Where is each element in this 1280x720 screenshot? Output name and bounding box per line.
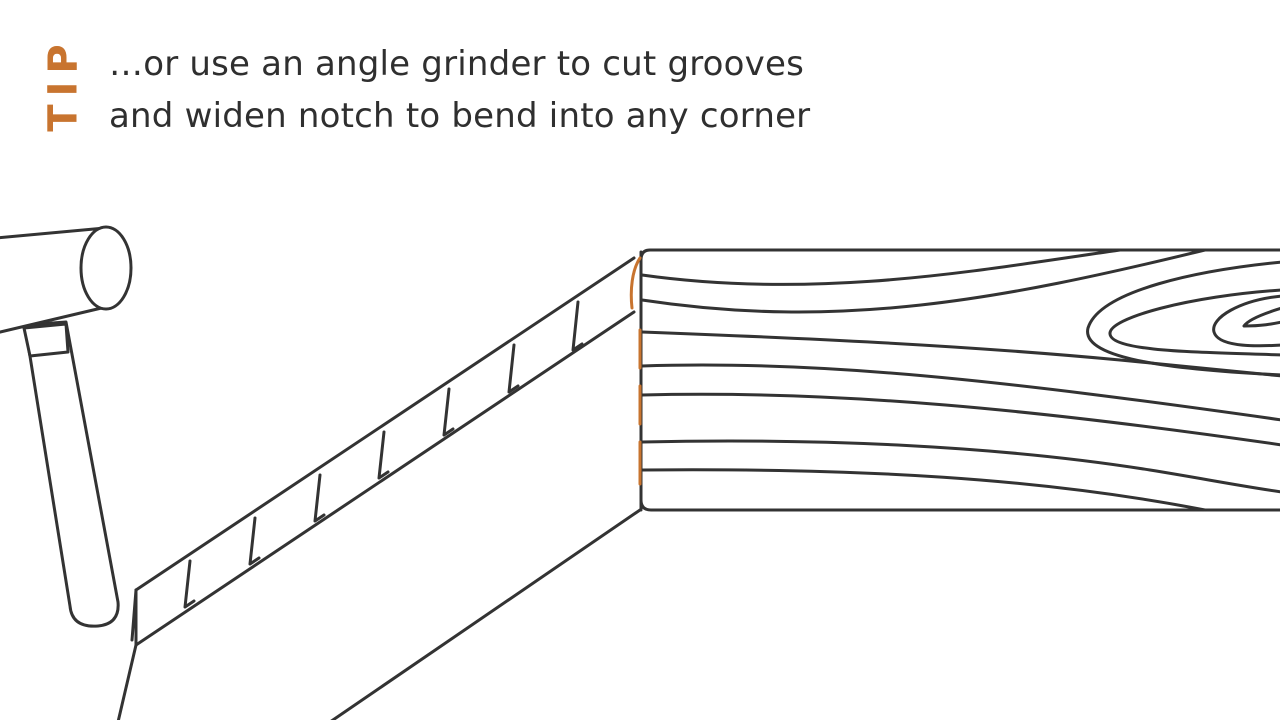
wood-plank-icon [639, 248, 1280, 512]
tip-text-line-2: and widen notch to bend into any corner [109, 96, 811, 136]
groove-notch-icon [183, 300, 584, 609]
tip-text: …or use an angle grinder to cut grooves … [109, 38, 810, 142]
hammer-icon [0, 225, 133, 628]
tip-text-line-1: …or use an angle grinder to cut grooves [109, 44, 805, 84]
metal-trim-strip-icon [116, 256, 636, 720]
bent-corner-highlight [629, 256, 642, 486]
floor-corner-lines [330, 250, 643, 720]
